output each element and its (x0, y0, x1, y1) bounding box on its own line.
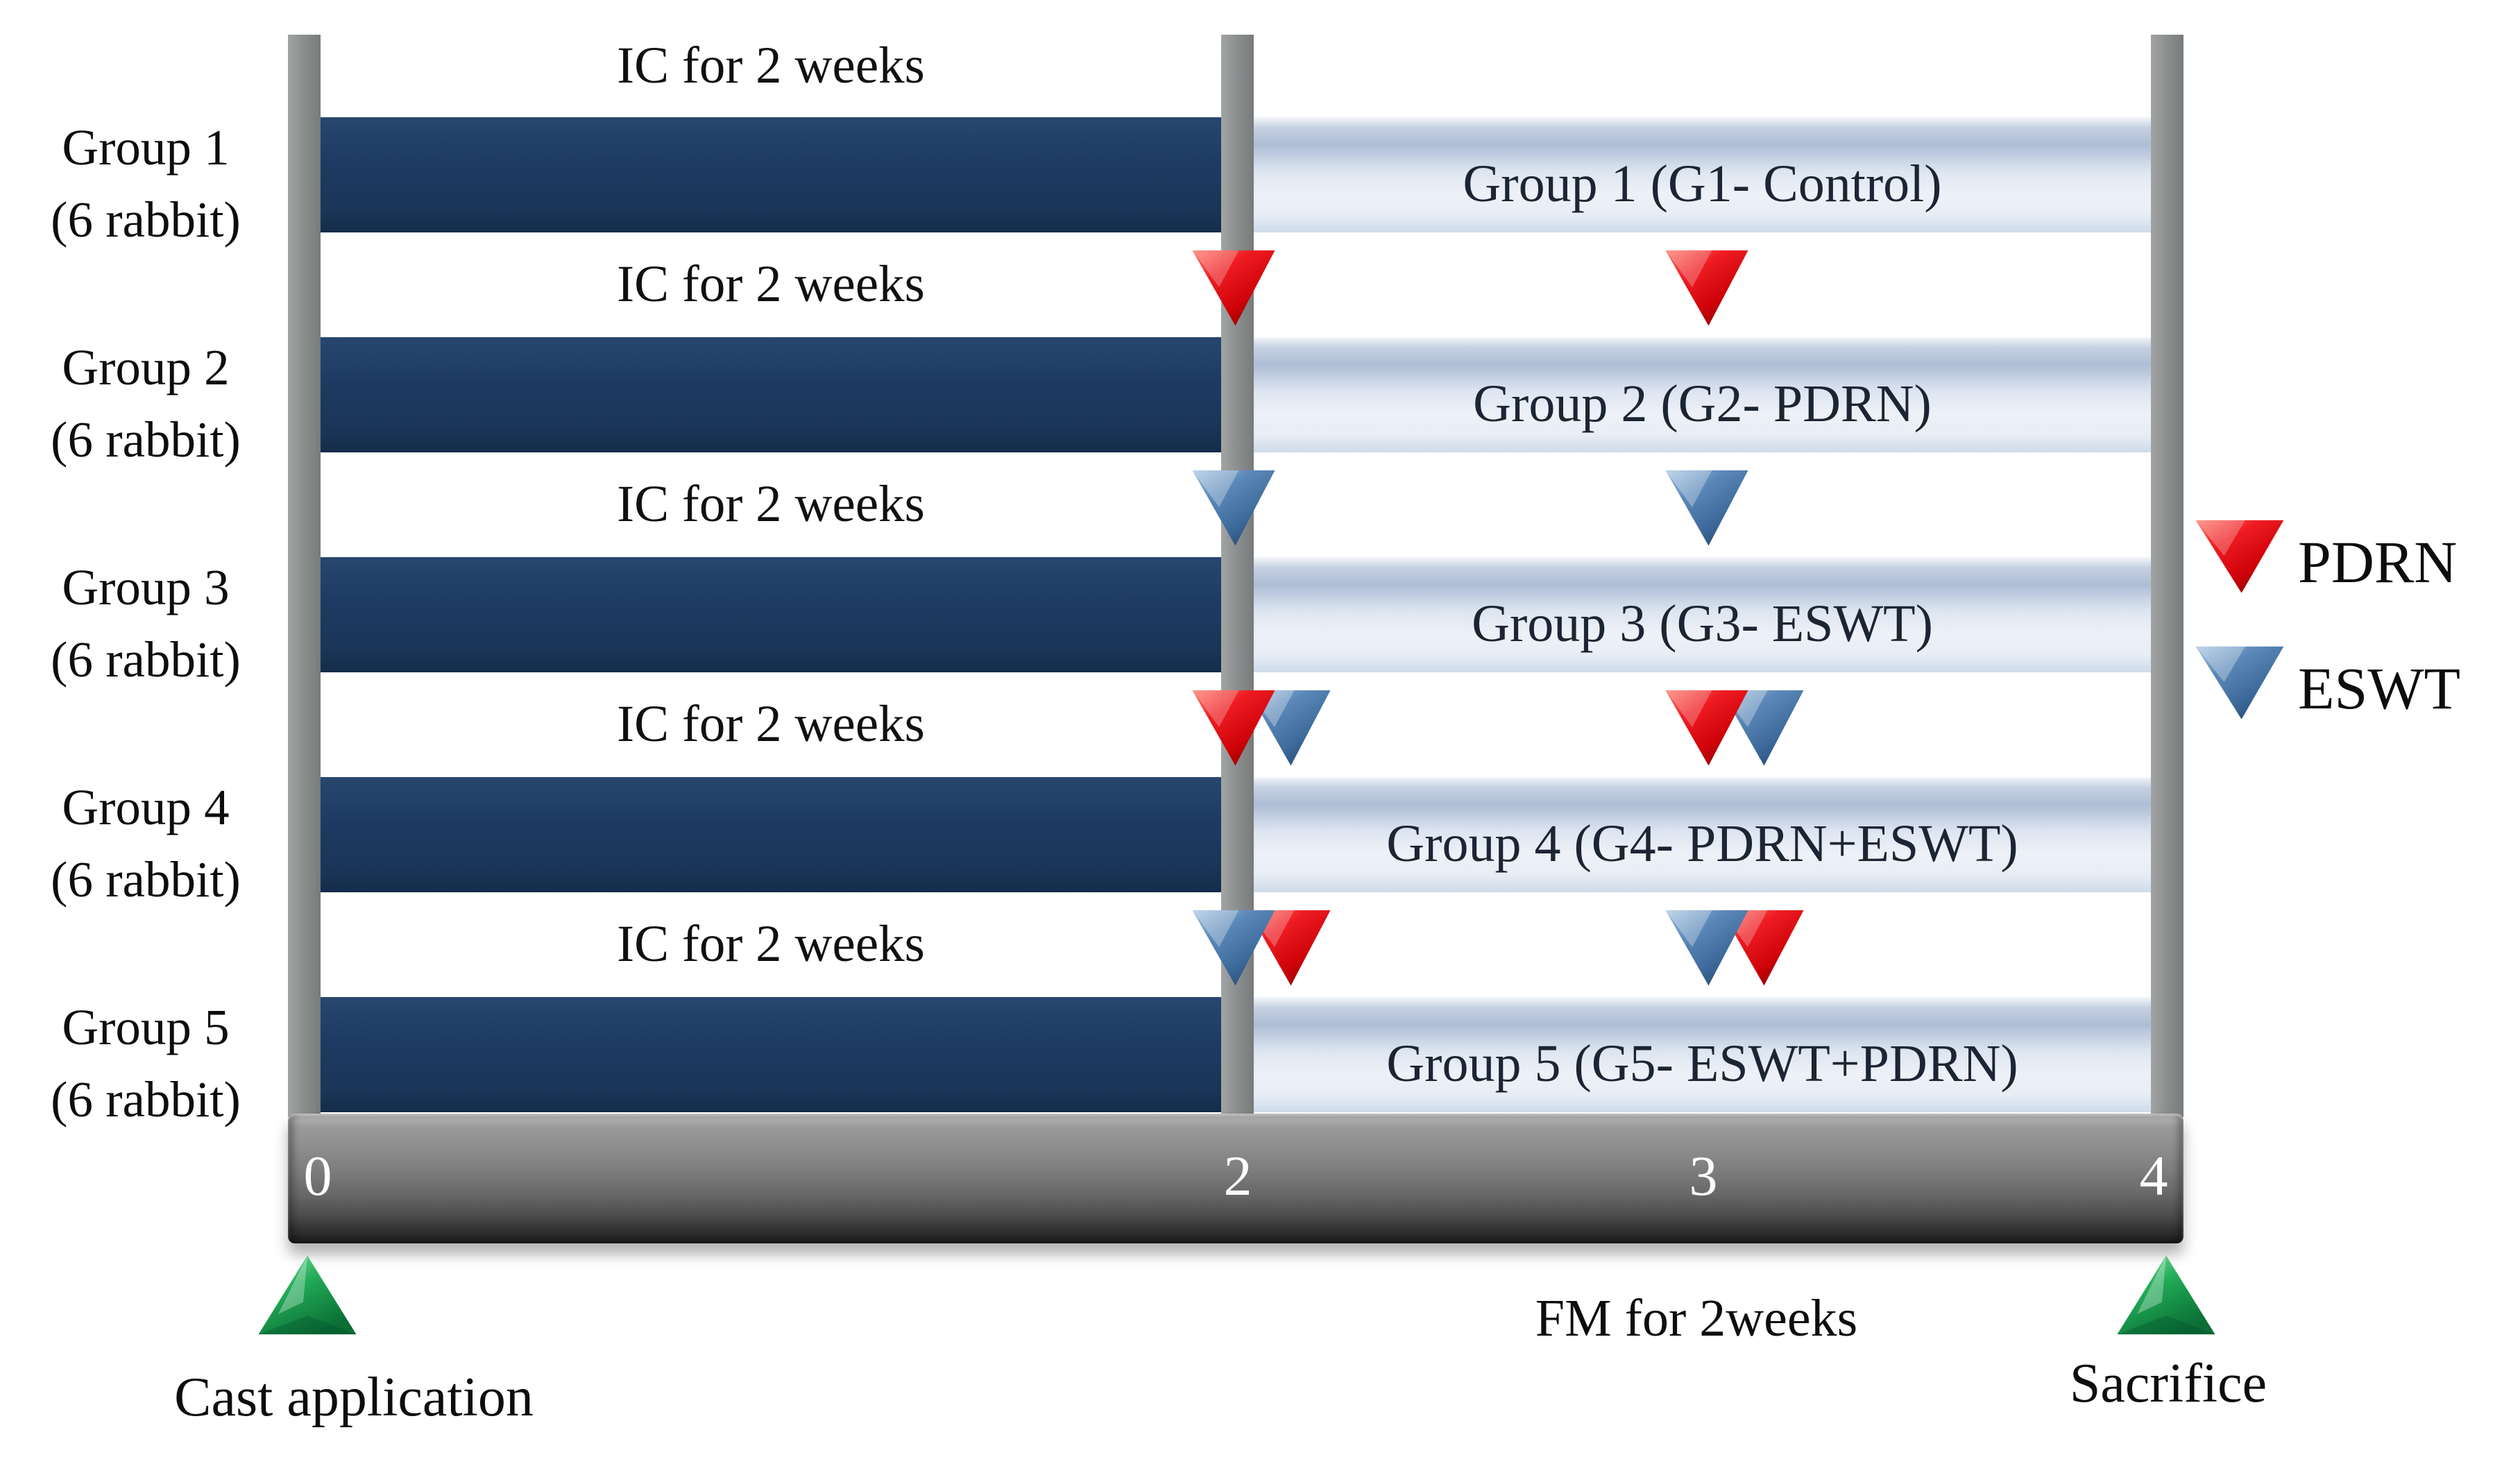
legend-pdrn-label: PDRN (2298, 529, 2458, 595)
group-count: (6 rabbit) (51, 411, 241, 468)
pdrn-marker-icon (1192, 250, 1275, 326)
ic-bar-group1 (321, 117, 1221, 232)
week4-post (2151, 35, 2183, 1117)
ic-label-group4: IC for 2 weeks (617, 695, 925, 753)
group-name: Group 2 (62, 339, 230, 395)
group3-caption: Group 3 (6 rabbit) (7, 552, 284, 696)
group-name: Group 3 (62, 559, 230, 615)
eswt-marker-icon (1665, 910, 1748, 986)
group-name: Group 1 (62, 119, 230, 176)
treatment-bar-group2: Group 2 (G2- PDRN) (1254, 337, 2151, 452)
legend-eswt-label: ESWT (2298, 655, 2461, 722)
ic-label-group3: IC for 2 weeks (617, 475, 925, 533)
ic-bar-group3 (321, 557, 1221, 672)
eswt-marker-icon (1665, 470, 1748, 546)
treatment-bar-label: Group 1 (G1- Control) (1463, 154, 1942, 213)
treatment-bar-group5: Group 5 (G5- ESWT+PDRN) (1254, 997, 2151, 1112)
sacrifice-milestone-icon (2117, 1255, 2215, 1335)
group-name: Group 4 (62, 779, 230, 835)
fm-period-label: FM for 2weeks (1535, 1289, 1858, 1347)
group-count: (6 rabbit) (51, 631, 241, 688)
pdrn-marker-icon (1665, 250, 1748, 326)
cast-application-milestone-icon (258, 1255, 357, 1335)
legend-pdrn-icon (2195, 520, 2284, 593)
treatment-bar-label: Group 4 (G4- PDRN+ESWT) (1386, 814, 2018, 873)
group2-caption: Group 2 (6 rabbit) (7, 332, 284, 476)
ic-bar-group2 (321, 337, 1221, 452)
group-name: Group 5 (62, 999, 230, 1055)
group-count: (6 rabbit) (51, 191, 241, 248)
eswt-marker-icon (1192, 910, 1275, 986)
treatment-bar-group1: Group 1 (G1- Control) (1254, 117, 2151, 232)
group-count: (6 rabbit) (51, 851, 241, 908)
cast-application-label: Cast application (174, 1367, 534, 1428)
ic-bar-group5 (321, 997, 1221, 1112)
eswt-marker-icon (1192, 470, 1275, 546)
axis-tick-2: 2 (1223, 1144, 1252, 1207)
ic-label-group5: IC for 2 weeks (617, 915, 925, 973)
axis-tick-4: 4 (2139, 1144, 2168, 1207)
axis-tick-0: 0 (303, 1144, 332, 1207)
treatment-bar-label: Group 3 (G3- ESWT) (1472, 594, 1933, 653)
legend-eswt-icon (2195, 646, 2284, 720)
group-count: (6 rabbit) (51, 1071, 241, 1127)
ic-bar-group4 (321, 777, 1221, 892)
treatment-bar-label: Group 5 (G5- ESWT+PDRN) (1386, 1034, 2018, 1093)
group5-caption: Group 5 (6 rabbit) (7, 991, 284, 1136)
ic-label-group1: IC for 2 weeks (617, 37, 925, 94)
treatment-bar-label: Group 2 (G2- PDRN) (1473, 374, 1932, 433)
sacrifice-label: Sacrifice (2069, 1353, 2267, 1414)
axis-tick-3: 3 (1689, 1144, 1718, 1207)
week-axis (288, 1114, 2183, 1243)
treatment-bar-group4: Group 4 (G4- PDRN+ESWT) (1254, 777, 2151, 892)
ic-label-group2: IC for 2 weeks (617, 255, 925, 313)
pdrn-marker-icon (1665, 690, 1748, 766)
pdrn-marker-icon (1192, 690, 1275, 766)
group4-caption: Group 4 (6 rabbit) (7, 772, 284, 916)
treatment-bar-group3: Group 3 (G3- ESWT) (1254, 557, 2151, 672)
group1-caption: Group 1 (6 rabbit) (7, 112, 284, 256)
week0-post (288, 35, 321, 1117)
